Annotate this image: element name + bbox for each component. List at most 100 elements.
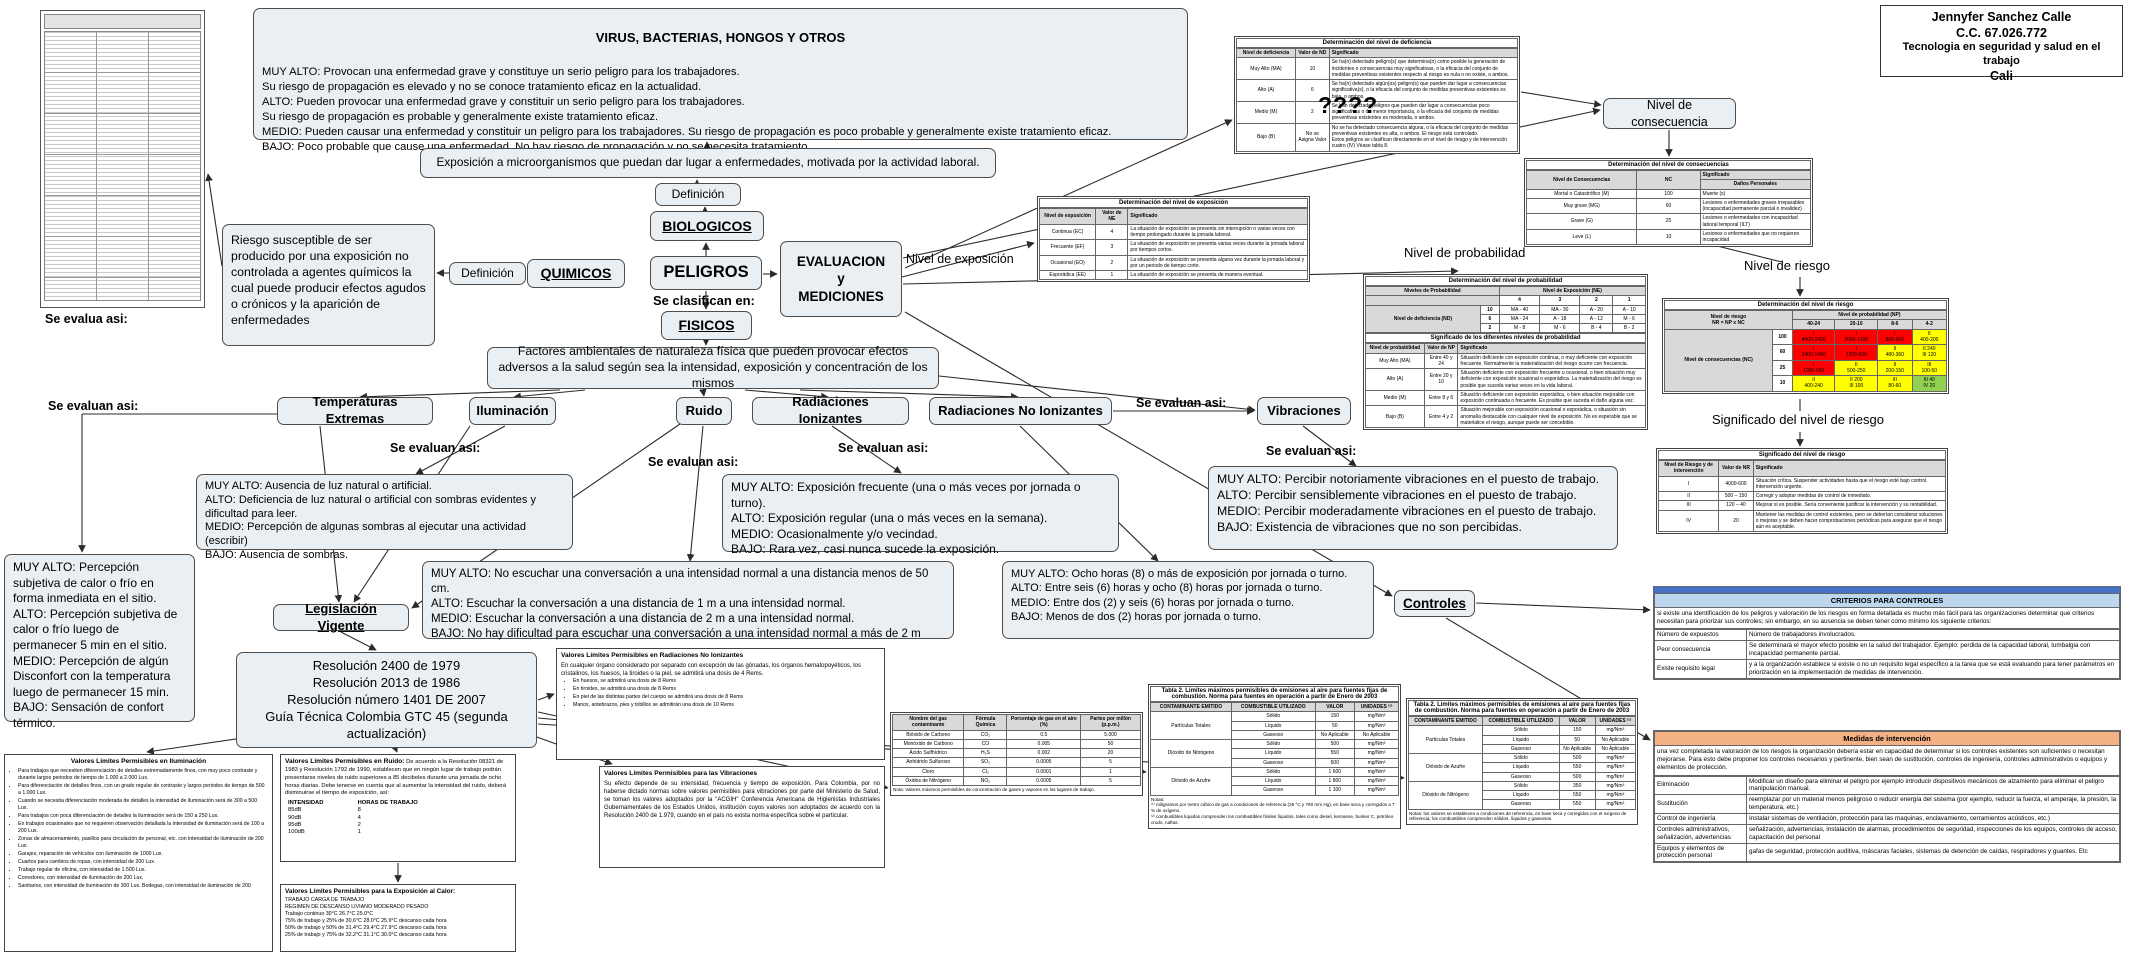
- table-cell: Líquido: [1482, 762, 1560, 773]
- table-cell: I 1200-600: [1834, 344, 1879, 361]
- table-cell: Valor de NE: [1095, 208, 1129, 225]
- vlp-calor-box: Valores Límites Permisibles para la Expo…: [280, 884, 516, 952]
- label-se-evaluan-ruido: Se evaluan asi:: [648, 455, 739, 469]
- list-item: Corredores, con intensidad de iluminació…: [18, 875, 268, 882]
- list-item: Manos, antebrazos, pies y tobillos se ad…: [573, 702, 880, 709]
- medidas-intro: una vez completada la valoración de los …: [1654, 746, 2120, 776]
- iluminacion-evaluacion-box: MUY ALTO: Ausencia de luz natural o arti…: [196, 474, 573, 561]
- tabla2b-emisiones: Tabla 2. Límites máximos permisibles de …: [1406, 698, 1638, 826]
- table-cell: Existe requisito legal: [1654, 658, 1747, 679]
- table-cell: mg/Nm³: [1594, 780, 1637, 792]
- node-ruido: Ruido: [676, 397, 732, 425]
- tabla-significado-title: Significado del nivel de riesgo: [1658, 450, 1946, 460]
- table-cell: Cloro: [891, 766, 965, 777]
- table-cell: NO₂: [963, 775, 1008, 787]
- table-cell: Nivel de exposición: [1038, 208, 1097, 225]
- table-cell: Gaseoso: [1482, 799, 1560, 810]
- table-cell: 0.0005: [1006, 757, 1082, 768]
- criterios-intro: si existe una identificación de los peli…: [1654, 608, 2120, 630]
- label-se-clasifican: Se clasifican en:: [653, 293, 755, 308]
- table-cell: Significado: [1457, 343, 1646, 354]
- table-cell: III 100-50: [1911, 359, 1948, 376]
- table-cell: II 200-150: [1877, 359, 1913, 376]
- table-cell: 5: [1080, 775, 1141, 787]
- list-item: Garajes, reparación de vehículos con ilu…: [18, 851, 268, 858]
- table-cell: CO: [963, 738, 1008, 750]
- tabla-deficiencia-title: Determinación del nivel de deficiencia: [1236, 38, 1518, 48]
- node-radiaciones-ionizantes: Radiaciones Ionizantes: [752, 394, 909, 426]
- table-cell: 25: [1636, 213, 1701, 230]
- label-significado-nivel-riesgo: Significado del nivel de riesgo: [1712, 412, 1884, 427]
- table-cell: M - 6: [1612, 313, 1646, 325]
- table-cell: Anhídrido Sulfuroso: [891, 757, 965, 768]
- list-item: En huesos, se admitirá una dosis de 8 Re…: [573, 678, 880, 685]
- table-cell: NC: [1636, 170, 1701, 190]
- table-cell: Esporádica (EE): [1038, 269, 1097, 281]
- table-cell: Continua (EC): [1038, 223, 1097, 240]
- table-cell: 100dB: [288, 829, 305, 836]
- table-cell: I 2000-1200: [1834, 328, 1879, 345]
- table-cell: Sustitución: [1654, 794, 1747, 814]
- table-cell: 500: [1558, 771, 1596, 782]
- table-cell: 500: [1314, 757, 1356, 768]
- table-cell: 150: [1558, 725, 1596, 736]
- list-item: Cuando se necesita diferenciación modera…: [18, 798, 268, 812]
- thumbnail-header-row: [44, 14, 201, 29]
- table-cell: 100: [1636, 188, 1701, 199]
- rad-ionizantes-evaluacion-box: MUY ALTO: Exposición frecuente (una o má…: [722, 474, 1119, 556]
- tabla2a-nota: Notas: ⁽¹⁾ miligramos por metro cúbico d…: [1151, 796, 1395, 826]
- label-se-evaluan-iluminacion: Se evaluan asi:: [390, 441, 481, 455]
- resoluciones-box: Resolución 2400 de 1979 Resolución 2013 …: [236, 652, 537, 749]
- table-cell: La situación de exposición se presenta v…: [1127, 239, 1308, 256]
- biologicos-niveles-title: VIRUS, BACTERIAS, HONGOS Y OTROS: [595, 29, 846, 45]
- table-cell: No Aplicable: [1558, 743, 1596, 755]
- tabla-nivel-deficiencia: Determinación del nivel de deficiencia N…: [1234, 36, 1520, 154]
- table-cell: y a la organización establece si existe …: [1746, 658, 2120, 679]
- table-cell: 550: [1558, 799, 1596, 810]
- table-cell: Sólido: [1230, 766, 1316, 778]
- table-cell: Nivel de deficiencia: [1236, 47, 1296, 59]
- table-cell: Sólido: [1482, 780, 1560, 792]
- table-cell: A - 10: [1612, 304, 1646, 315]
- table-cell: H₂S: [963, 747, 1008, 759]
- table-cell: Muy grave (MG): [1525, 197, 1638, 215]
- table-cell: Eliminación: [1654, 775, 1747, 796]
- node-fisicos: FISICOS: [661, 311, 752, 340]
- table-cell: 50: [1558, 734, 1596, 745]
- table-cell: II 400-200: [1911, 328, 1948, 345]
- table-cell: 1 100: [1314, 785, 1356, 796]
- table-cell: Óxidos de Nitrógeno: [891, 775, 965, 787]
- vlp-ruido-text: De acuerdo a la Resolución 08321 de 1983…: [285, 759, 507, 797]
- table-cell: mg/Nm³: [1594, 789, 1637, 801]
- table-cell: Bajo (B): [1236, 122, 1296, 152]
- table-cell: Gaseoso: [1230, 785, 1316, 796]
- table-cell: VALOR: [1558, 715, 1596, 727]
- table-cell: 10: [1295, 57, 1330, 80]
- table-cell: Cl₂: [963, 766, 1008, 777]
- label-se-evaluan-rad-no-ionizantes: Se evaluan asi:: [1136, 396, 1227, 410]
- table-cell: IV: [1657, 509, 1720, 533]
- table-cell: Situación mejorable con exposición ocasi…: [1457, 405, 1646, 428]
- table-cell: 8: [357, 807, 361, 814]
- table-cell: gafas de seguridad, protección auditiva,…: [1746, 842, 2120, 863]
- table-cell: Muy Alto (MA): [1365, 352, 1425, 369]
- table-cell: mg/Nm³: [1354, 766, 1399, 778]
- author-cc: C.C. 67.026.772: [1955, 25, 2048, 40]
- node-biologicos: BIOLOGICOS: [650, 211, 764, 241]
- table-cell: Mantener las medidas de control existent…: [1752, 509, 1947, 533]
